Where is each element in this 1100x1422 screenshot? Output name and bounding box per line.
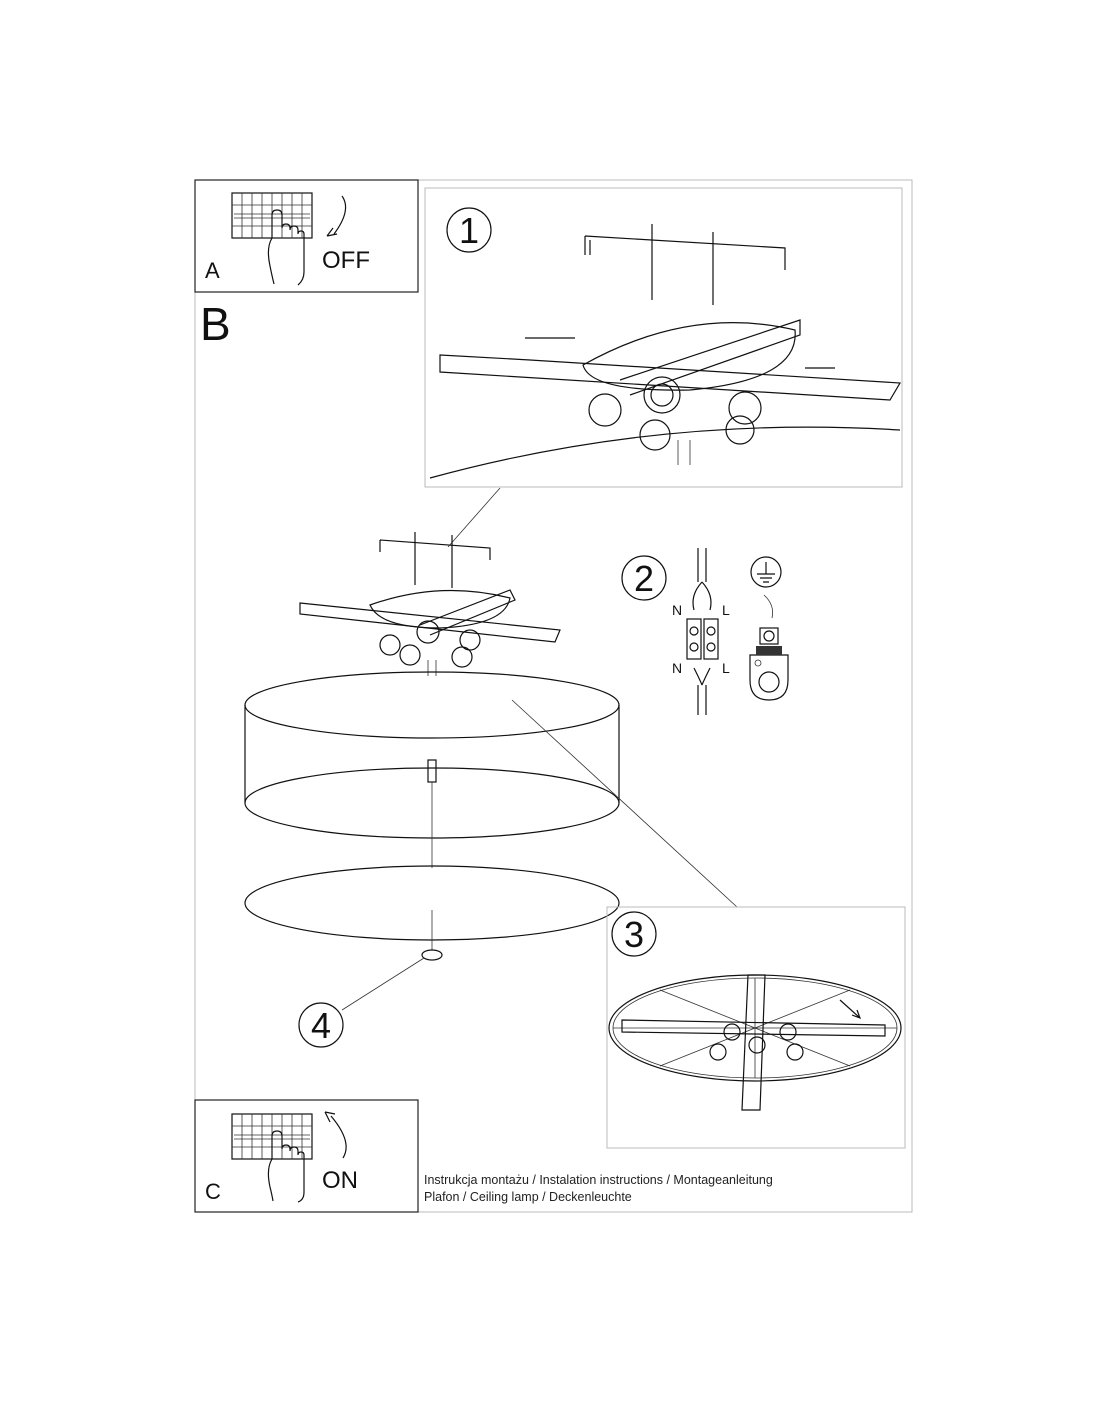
step-3-panel: 3 [606,906,906,1149]
step-2-wiring: 2 N L N L [621,548,789,715]
step-number-circle [446,207,492,253]
rotate-arrow-icon [839,999,862,1020]
lamp-shade [244,671,620,868]
step-a-power-off: A OFF [194,179,419,293]
step-3-number: 3 [624,914,644,955]
arrow-down-icon [326,195,347,237]
neutral-label-bottom: N [672,660,682,676]
ground-symbol-icon [750,556,782,588]
step-4-number: 4 [311,1005,331,1046]
live-label-bottom: L [722,660,730,676]
arrow-up-icon [324,1111,347,1159]
step-1-panel: 1 [424,187,903,488]
mounting-bracket-detail [429,224,902,479]
step-b-label: B [200,298,231,350]
hand-icon [267,209,305,286]
outer-frame [194,179,913,1213]
off-label: OFF [322,247,370,274]
ground-terminal [756,646,782,655]
step-2-number: 2 [634,558,654,599]
step-1-number: 1 [459,210,479,251]
hand-icon [267,1130,305,1203]
callout-line-4 [341,957,425,1011]
step-c-label: C [205,1179,221,1204]
caption-line-1: Instrukcja montażu / Instalation instruc… [424,1173,773,1187]
neutral-label-top: N [672,602,682,618]
step-c-power-on: C ON [194,1099,419,1213]
callout-line-1 [447,487,501,548]
caption-line-2: Plafon / Ceiling lamp / Deckenleuchte [424,1190,632,1204]
on-label: ON [322,1167,358,1194]
live-label-top: L [722,602,730,618]
callout-line-3 [511,699,738,908]
lamp-base-assembly [299,532,561,676]
step-a-label: A [205,258,220,283]
lamp-diffuser [244,865,620,961]
